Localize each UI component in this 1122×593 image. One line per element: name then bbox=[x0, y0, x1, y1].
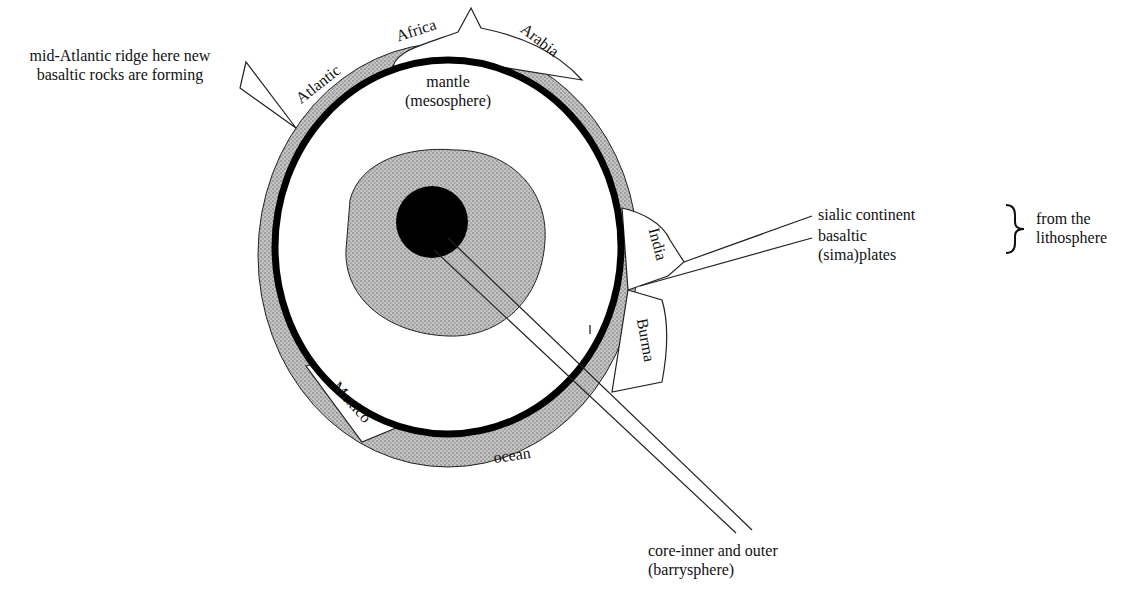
continent-name: Mexico bbox=[329, 377, 376, 426]
continent-name: Arabia bbox=[517, 19, 563, 61]
layer-name: core-inner and outer (barrysphere) bbox=[648, 541, 803, 579]
outer-core bbox=[346, 149, 545, 336]
tick-mark bbox=[589, 325, 590, 334]
ridge-note: mid-Atlantic ridge here new basaltic roc… bbox=[4, 46, 236, 84]
india-continent bbox=[622, 208, 684, 290]
brace bbox=[1006, 205, 1024, 253]
ocean-name: Atlantic bbox=[292, 61, 344, 108]
part-label: sialic continent bbox=[818, 205, 958, 224]
ridge-pointer bbox=[240, 62, 296, 128]
layer-name: mantle (mesosphere) bbox=[398, 72, 498, 110]
leader-line bbox=[448, 238, 752, 530]
continent-name: Burma bbox=[633, 317, 659, 363]
continent-name: India bbox=[645, 226, 672, 263]
leader-line bbox=[684, 216, 812, 262]
part-label: basaltic (sima)plates bbox=[818, 226, 913, 264]
group-label: from the lithosphere bbox=[1036, 209, 1118, 247]
burma-continent bbox=[612, 290, 667, 392]
ocean-name: ocean bbox=[492, 443, 532, 467]
continent-name: Africa bbox=[394, 15, 439, 46]
mantle-boundary bbox=[275, 60, 621, 434]
leader-line bbox=[434, 250, 736, 533]
ocean-crust bbox=[258, 43, 638, 467]
